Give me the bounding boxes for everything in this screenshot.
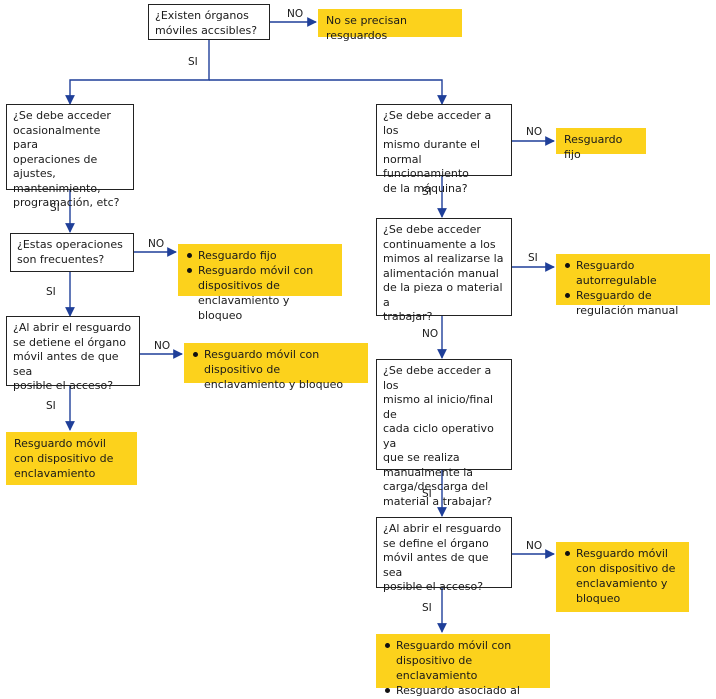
result-r8: Resguardo móvil con dispositivo de encla… [376,634,550,697]
connector-q1-yes-right [209,79,447,105]
result-r3-item: Resguardo móvil con dispositivo de encla… [193,347,360,392]
result-r4: Resguardo móvil con dispositivo de encla… [6,432,137,485]
result-r2: Resguardo fijo Resguardo móvil con dispo… [178,244,342,322]
result-r6-item: Resguardo de regulación manual [565,288,702,318]
label-no: NO [148,238,165,250]
label-yes: SI [528,252,538,264]
question-q2: ¿Se debe acceder ocasionalmente para ope… [6,104,134,209]
result-r7-item: Resguardo móvil con dispositivo de encla… [565,546,681,606]
result-r2-item: Resguardo fijo [187,248,334,263]
connector-q1-yes [65,40,210,105]
question-q5: ¿Se debe acceder a los mismo durante el … [376,104,512,195]
label-yes: SI [50,202,60,214]
label-yes: SI [422,602,432,614]
question-q3: ¿Estas operaciones son frecuentes? [10,233,134,272]
label-yes: SI [188,56,198,68]
label-yes: SI [422,186,432,198]
result-r3: Resguardo móvil con dispositivo de encla… [184,343,368,391]
label-no: NO [526,126,543,138]
result-r1: No se precisan resguardos [318,9,462,42]
result-r6: Resguardo autorregulable Resguardo de re… [556,254,710,317]
result-r2-item: Resguardo móvil con dispositivos de encl… [187,263,334,323]
result-r8-item: Resguardo asociado al mando [385,683,542,699]
label-yes: SI [46,286,56,298]
label-no: NO [526,540,543,552]
question-q1: ¿Existen órganos móviles accsibles? [148,4,270,40]
question-q4: ¿Al abrir el resguardo se detiene el órg… [6,316,140,392]
question-q7: ¿Se debe acceder a los mismo al inicio/f… [376,359,512,508]
label-yes: SI [46,400,56,412]
result-r7: Resguardo móvil con dispositivo de encla… [556,542,689,612]
question-q6: ¿Se debe acceder continuamente a los mim… [376,218,512,323]
result-r6-item: Resguardo autorregulable [565,258,702,288]
label-yes: SI [422,488,432,500]
result-r8-item: Resguardo móvil con dispositivo de encla… [385,638,542,683]
question-q8: ¿Al abrir el resguardo se define el órga… [376,517,512,593]
label-no: NO [422,328,439,340]
result-r5: Resguardo fijo [556,128,646,161]
label-no: NO [287,8,304,20]
label-no: NO [154,340,171,352]
